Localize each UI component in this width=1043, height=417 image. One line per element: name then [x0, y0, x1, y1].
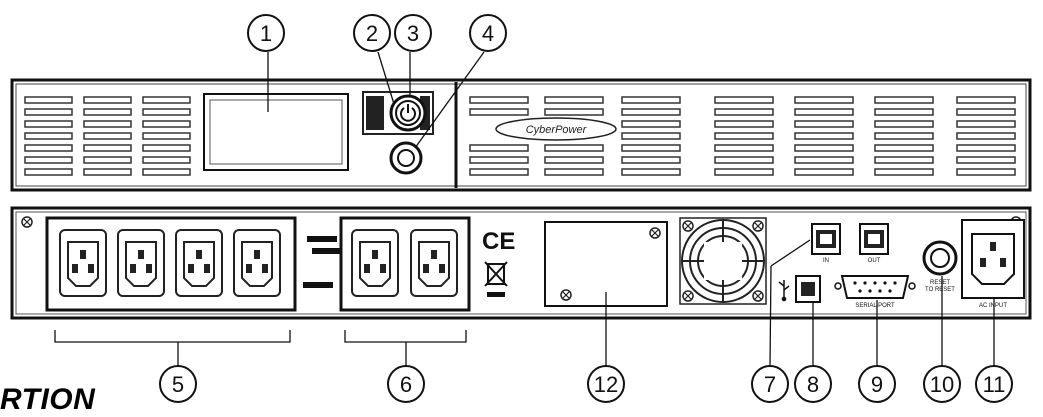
- network-out-jack: OUT: [859, 223, 889, 264]
- svg-text:9: 9: [871, 372, 883, 397]
- svg-text:10: 10: [930, 372, 954, 397]
- brand-logo-text: CyberPower: [526, 124, 588, 136]
- iec-outlet-icon: [233, 229, 281, 297]
- callout-11: 11: [975, 365, 1013, 403]
- lcd-display: [203, 93, 349, 171]
- plate-screw-icon: [649, 227, 661, 239]
- callout-3: 3: [394, 14, 432, 52]
- svg-text:5: 5: [172, 372, 184, 397]
- leader-lines: [54, 51, 995, 367]
- weee-bin-icon: [484, 261, 508, 287]
- callouts: 1 2 3 4 5 6 12 7 8 9 10 11: [159, 14, 1013, 403]
- breaker-label-2: TO RESET: [925, 287, 955, 293]
- callout-1: 1: [247, 14, 285, 52]
- front-right-vents: [469, 96, 1016, 176]
- iec-outlet-icon: [410, 229, 458, 297]
- network-out-label: OUT: [868, 258, 881, 264]
- iec-outlet-icon: [59, 229, 107, 297]
- outlet-bank-4: [45, 216, 297, 312]
- callout-2: 2: [353, 14, 391, 52]
- callout-10: 10: [923, 365, 961, 403]
- serial-port-label: SERIAL PORT: [855, 303, 895, 309]
- rear-panel: CE IN: [10, 206, 1032, 320]
- plate-screw-icon: [560, 289, 572, 301]
- svg-text:1: 1: [260, 21, 272, 46]
- front-panel: CyberPower: [10, 78, 1032, 192]
- svg-text:3: 3: [407, 21, 419, 46]
- iec-outlet-icon: [351, 229, 399, 297]
- svg-text:7: 7: [764, 372, 776, 397]
- breaker-label-1: RESET: [930, 280, 950, 286]
- ac-input-label: AC INPUT: [979, 303, 1007, 309]
- callout-7: 7: [751, 365, 789, 403]
- power-icon: [400, 104, 416, 122]
- iec-outlet-icon: [117, 229, 165, 297]
- power-switch: [362, 91, 434, 135]
- fan-screw-icon: [752, 220, 764, 232]
- ac-input: AC INPUT: [961, 219, 1025, 309]
- fan-screw-icon: [752, 290, 764, 302]
- usb-icon: [778, 280, 790, 302]
- section-title: RTION: [0, 383, 96, 416]
- svg-text:6: 6: [400, 372, 412, 397]
- callout-9: 9: [858, 365, 896, 403]
- callout-6: 6: [387, 365, 425, 403]
- svg-text:12: 12: [594, 372, 618, 397]
- fan-screw-icon: [682, 220, 694, 232]
- rear-screw-icon: [21, 216, 33, 228]
- circuit-breaker: RESET TO RESET: [922, 240, 958, 293]
- svg-text:8: 8: [807, 372, 819, 397]
- serial-port: SERIAL PORT: [834, 275, 916, 309]
- outlet-labels: [303, 236, 340, 288]
- ce-mark: CE: [482, 228, 515, 255]
- iec-outlet-icon: [175, 229, 223, 297]
- brand-logo: CyberPower: [495, 117, 617, 141]
- svg-text:2: 2: [366, 21, 378, 46]
- control-knob: [389, 141, 423, 175]
- callout-12: 12: [587, 365, 625, 403]
- front-left-vents: [24, 96, 191, 176]
- svg-text:4: 4: [482, 21, 494, 46]
- callout-8: 8: [794, 365, 832, 403]
- svg-text:11: 11: [983, 372, 1006, 397]
- network-in-label: IN: [823, 258, 829, 264]
- usb-port: [795, 275, 821, 303]
- network-in-jack: IN: [811, 223, 841, 264]
- callout-4: 4: [469, 14, 507, 52]
- outlet-bank-2: [339, 216, 471, 312]
- fan-screw-icon: [682, 290, 694, 302]
- callout-5: 5: [159, 365, 197, 403]
